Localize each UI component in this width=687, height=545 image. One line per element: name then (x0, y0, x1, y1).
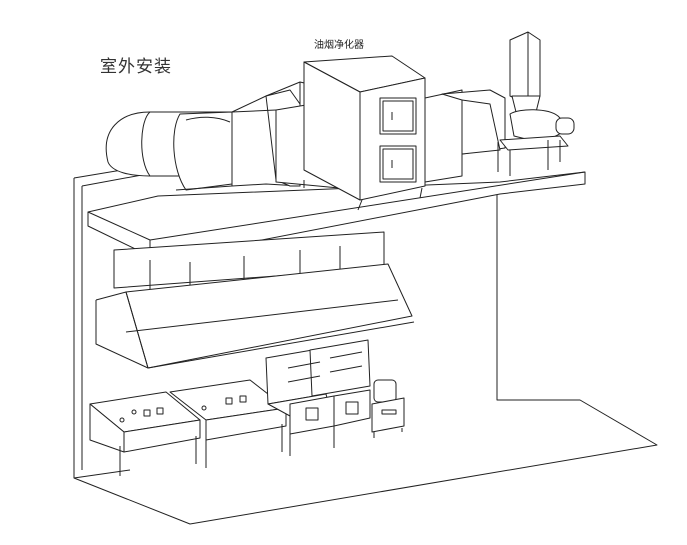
room-walls (73, 163, 658, 525)
purifier-label: 油烟净化器 (314, 40, 364, 51)
round-duct (105, 111, 233, 191)
install-location-label: 室外安装 (100, 57, 172, 77)
stove-left (89, 391, 201, 476)
purifier-unit (303, 55, 426, 211)
range-hood (95, 231, 415, 369)
exhaust-fan (497, 31, 575, 176)
boiler-stand (371, 379, 405, 438)
outlet-duct (424, 89, 506, 183)
steamer-cabinets (265, 339, 371, 456)
stove-middle (169, 379, 287, 468)
